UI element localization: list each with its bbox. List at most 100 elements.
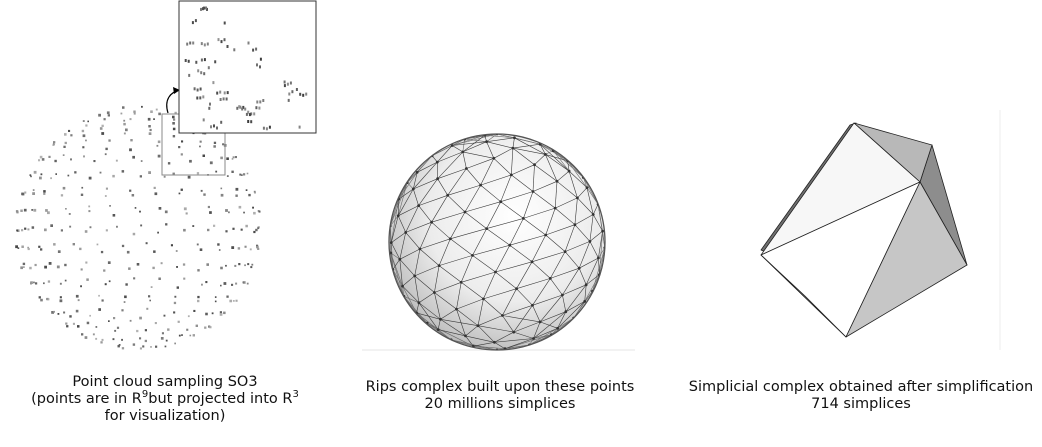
- cloud-point: [235, 299, 238, 302]
- mesh-vertex: [398, 257, 402, 261]
- cloud-point: [107, 114, 110, 117]
- mesh-edge: [556, 170, 570, 182]
- mesh-edge: [390, 242, 392, 253]
- cloud-point: [65, 208, 67, 210]
- cloud-point: [89, 226, 92, 229]
- mesh-edge: [545, 154, 558, 182]
- mesh-edge: [399, 232, 406, 260]
- cloud-point: [21, 245, 24, 248]
- mesh-edge: [419, 248, 440, 266]
- cloud-point: [132, 232, 136, 236]
- mesh-edge: [493, 147, 514, 159]
- mesh-edge: [513, 321, 541, 333]
- cloud-point: [197, 299, 200, 303]
- mesh-edge: [437, 151, 463, 163]
- mesh-vertex: [413, 274, 417, 278]
- mesh-edge: [565, 284, 587, 312]
- inset-point: [287, 98, 290, 102]
- mesh-edge: [438, 238, 451, 266]
- cloud-point: [144, 339, 147, 343]
- cloud-point: [116, 326, 120, 329]
- mesh-edge: [545, 234, 566, 252]
- mesh-edge: [598, 247, 605, 259]
- cloud-point: [64, 141, 67, 145]
- cloud-point: [75, 309, 79, 313]
- mesh-vertex: [417, 301, 421, 305]
- mesh-edge: [486, 137, 515, 142]
- mesh-edge: [578, 241, 591, 269]
- mesh-vertex: [436, 177, 439, 181]
- cloud-point: [180, 188, 183, 191]
- mesh-edge: [392, 269, 403, 287]
- mesh-edge: [532, 181, 558, 192]
- mesh-edge: [545, 154, 570, 172]
- mesh-vertex: [459, 280, 463, 284]
- cloud-point: [174, 295, 177, 298]
- mesh-edge: [406, 182, 414, 190]
- mesh-edge: [418, 195, 448, 206]
- cloud-point: [104, 283, 107, 286]
- cloud-point: [241, 174, 243, 176]
- inset-point: [196, 96, 199, 100]
- mesh-edge: [531, 251, 566, 263]
- cloud-point: [109, 205, 111, 207]
- cloud-point: [178, 146, 181, 149]
- mesh-edge: [464, 211, 487, 229]
- mesh-vertex: [512, 330, 516, 334]
- mesh-edge: [447, 184, 481, 196]
- mesh-vertex: [544, 153, 547, 156]
- mesh-edge: [431, 195, 448, 223]
- mesh-vertex: [544, 233, 548, 237]
- cloud-point: [74, 171, 77, 174]
- mesh-edge: [533, 328, 558, 339]
- mesh-edge: [414, 275, 420, 303]
- mesh-vertex: [563, 250, 567, 254]
- cloud-point: [253, 211, 256, 215]
- inset-point: [259, 100, 262, 104]
- cloud-point: [123, 132, 126, 135]
- mesh-edge: [534, 154, 546, 165]
- cloud-point: [85, 124, 88, 127]
- cloud-point: [132, 155, 135, 159]
- cloud-point: [173, 118, 176, 121]
- cloud-point: [81, 333, 84, 336]
- mesh-edge: [486, 134, 498, 142]
- mesh-edge: [414, 275, 435, 293]
- inset-point: [255, 106, 258, 110]
- mesh-edge: [452, 145, 463, 153]
- inset-point: [189, 41, 192, 45]
- mesh-edge: [403, 296, 428, 324]
- mesh-edge: [509, 234, 546, 246]
- mesh-edge: [486, 218, 524, 229]
- inset-point: [223, 21, 226, 25]
- mesh-edge: [434, 292, 457, 310]
- cloud-point: [23, 266, 25, 268]
- cloud-point: [178, 192, 181, 195]
- mesh-edge: [390, 252, 403, 287]
- cloud-point: [203, 193, 206, 196]
- mesh-vertex: [556, 326, 559, 330]
- superscript: 9: [141, 389, 149, 400]
- mesh-edge: [461, 282, 484, 300]
- cloud-point: [105, 147, 108, 151]
- mesh-edge: [550, 251, 566, 279]
- cloud-point: [86, 278, 89, 281]
- inset-point: [219, 98, 222, 101]
- cloud-point: [132, 343, 136, 346]
- cloud-point: [226, 295, 229, 298]
- cloud-point: [223, 311, 226, 315]
- cloud-point: [129, 148, 132, 152]
- mesh-vertex: [439, 317, 442, 321]
- mesh-vertex: [463, 210, 467, 214]
- cloud-point: [154, 192, 158, 196]
- cloud-point: [20, 266, 23, 270]
- inset-point: [191, 21, 194, 25]
- caption-line-1: Rips complex built upon these points: [365, 379, 635, 395]
- inset-point: [200, 71, 203, 75]
- cloud-point: [38, 245, 41, 248]
- cloud-point: [239, 173, 242, 176]
- cloud-point: [173, 301, 177, 305]
- cloud-point: [112, 214, 116, 217]
- cloud-point: [30, 175, 32, 178]
- mesh-edge: [426, 322, 474, 347]
